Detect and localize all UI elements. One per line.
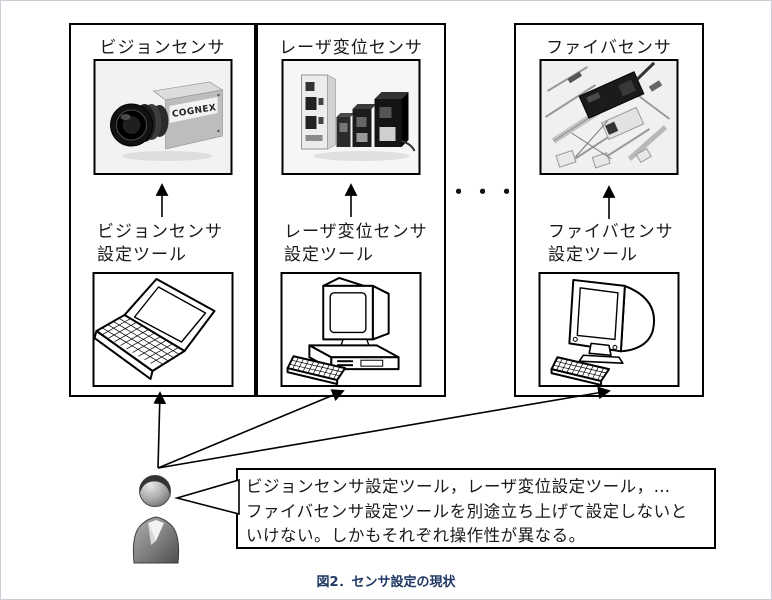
laser-tool-label-line1: レーザ変位センサ bbox=[284, 222, 428, 242]
arrow-person-to-vision-tool bbox=[153, 391, 167, 469]
panel-laser-displacement-sensor: レーザ変位センサ bbox=[256, 23, 446, 397]
vision-tool-label-line2: 設定ツール bbox=[97, 245, 187, 265]
panel-vision-sensor: ビジョンセンサ COGNEX ビジョンセンサ 設定 bbox=[69, 23, 256, 397]
speech-bubble-tail bbox=[173, 478, 240, 516]
person-icon bbox=[132, 475, 180, 564]
vision-sensor-camera-photo: COGNEX bbox=[95, 61, 230, 173]
laser-tool-computer-box bbox=[280, 272, 422, 387]
laser-displacement-sensor-photo bbox=[283, 61, 419, 173]
continuation-dots: ・・・ bbox=[448, 180, 520, 204]
vision-tool-computer-box bbox=[92, 272, 233, 387]
panel-fiber-sensor: ファイバセンサ bbox=[514, 23, 704, 397]
speech-bubble-line1: ビジョンセンサ設定ツール，レーザ変位設定ツール，… bbox=[246, 477, 671, 496]
operator-person bbox=[127, 471, 185, 565]
laptop-icon bbox=[94, 278, 215, 380]
laser-tool-label: レーザ変位センサ 設定ツール bbox=[284, 221, 428, 267]
speech-bubble-line3: いけない。しかもそれぞれ操作性が異なる。 bbox=[246, 526, 586, 545]
laser-tool-label-line2: 設定ツール bbox=[284, 245, 374, 265]
speech-bubble: ビジョンセンサ設定ツール，レーザ変位設定ツール，… ファイバセンサ設定ツールを別… bbox=[236, 468, 716, 549]
vision-sensor-photo-box: COGNEX bbox=[93, 59, 232, 175]
fiber-tool-computer-box bbox=[538, 272, 680, 387]
fiber-tool-label-line2: 設定ツール bbox=[548, 245, 638, 265]
fiber-tool-label-line1: ファイバセンサ bbox=[548, 222, 674, 242]
crt-monitor-icon bbox=[550, 278, 655, 385]
laser-sensor-photo-box bbox=[281, 59, 421, 175]
arrow-person-to-laser-tool bbox=[157, 389, 345, 469]
vision-sensor-title: ビジョンセンサ bbox=[99, 38, 226, 58]
fiber-tool-label: ファイバセンサ 設定ツール bbox=[548, 221, 674, 267]
fiber-sensor-photo bbox=[541, 61, 677, 173]
desktop-pc-icon bbox=[286, 276, 400, 385]
laser-sensor-title: レーザ変位センサ bbox=[279, 38, 423, 58]
fiber-sensor-photo-box bbox=[539, 59, 679, 175]
fiber-sensor-title: ファイバセンサ bbox=[546, 38, 672, 58]
vision-tool-label: ビジョンセンサ 設定ツール bbox=[97, 221, 223, 267]
vision-tool-label-line1: ビジョンセンサ bbox=[97, 222, 223, 242]
arrow-person-to-fiber-tool bbox=[157, 386, 611, 469]
speech-bubble-line2: ファイバセンサ設定ツールを別途立ち上げて設定しないと bbox=[246, 501, 688, 521]
figure-caption: 図2．センサ設定の現状 bbox=[316, 575, 456, 590]
